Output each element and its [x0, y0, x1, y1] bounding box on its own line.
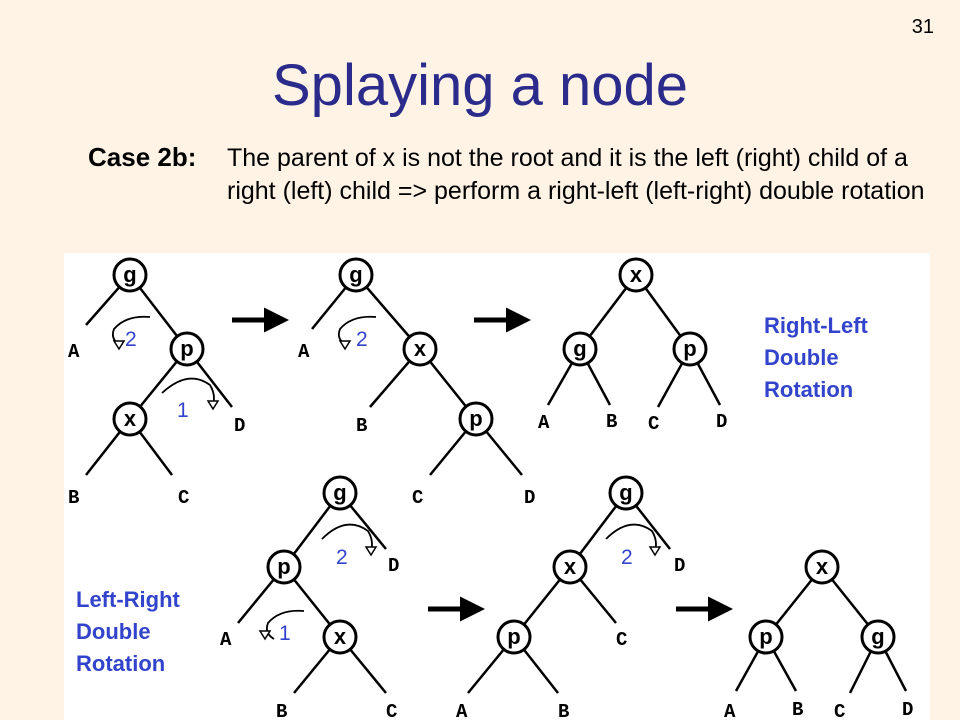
node-p: p [169, 331, 205, 367]
node-x: x [552, 549, 588, 585]
caption-line-2: Double [76, 619, 151, 644]
svg-text:x: x [630, 262, 643, 287]
leaf-D: D [674, 555, 685, 577]
splay-rotation-diagram: g p x A D B C 2 1 g x p A B C D [64, 253, 930, 720]
left-right-caption: Left-Right Double Rotation [76, 587, 181, 676]
leaf-B: B [356, 415, 367, 437]
caption-line-1: Right-Left [764, 313, 869, 338]
svg-text:p: p [469, 406, 482, 431]
leaf-D: D [234, 415, 245, 437]
leaf-B: B [558, 701, 569, 720]
leaf-B: B [606, 411, 617, 433]
svg-text:2: 2 [336, 546, 348, 569]
tree-left-right-step-1: g p x D A B C 2 1 [220, 475, 399, 720]
rotation-arrow-2: 2 [321, 523, 378, 569]
caption-line-1: Left-Right [76, 587, 181, 612]
svg-text:p: p [683, 336, 696, 361]
caption-line-3: Rotation [76, 651, 165, 676]
tree-right-left-step-2: g x p A B C D 2 [298, 257, 535, 509]
node-p: p [672, 331, 708, 367]
rotation-arrow-1: 1 [258, 609, 305, 645]
node-g: g [860, 619, 896, 655]
leaf-C: C [412, 487, 423, 509]
caption-line-2: Double [764, 345, 839, 370]
leaf-B: B [68, 487, 79, 509]
leaf-A: A [68, 341, 80, 363]
svg-text:x: x [414, 336, 427, 361]
leaf-A: A [538, 412, 550, 434]
leaf-C: C [616, 629, 627, 651]
svg-text:g: g [871, 624, 884, 649]
rotation-arrow-1: 1 [161, 377, 220, 422]
leaf-D: D [388, 555, 399, 577]
node-x: x [322, 619, 358, 655]
tree-left-right-step-3: x p g A B C D [724, 549, 913, 720]
tree-right-left-step-1: g p x A D B C 2 1 [68, 257, 245, 509]
leaf-D: D [902, 699, 913, 720]
node-p: p [266, 549, 302, 585]
leaf-B: B [792, 699, 803, 720]
svg-text:1: 1 [279, 622, 291, 645]
leaf-C: C [834, 701, 845, 720]
svg-text:1: 1 [177, 399, 189, 422]
node-g: g [322, 475, 358, 511]
svg-text:p: p [507, 624, 520, 649]
node-p: p [748, 619, 784, 655]
node-p: p [458, 401, 494, 437]
node-x: x [804, 549, 840, 585]
leaf-D: D [524, 487, 535, 509]
node-x: x [402, 331, 438, 367]
rotation-arrow-2: 2 [337, 315, 377, 351]
leaf-C: C [648, 413, 659, 435]
leaf-A: A [724, 701, 736, 720]
svg-text:2: 2 [621, 546, 633, 569]
svg-text:g: g [123, 262, 136, 287]
leaf-A: A [298, 341, 310, 363]
svg-text:g: g [333, 480, 346, 505]
rotation-arrow-2: 2 [605, 523, 662, 569]
leaf-A: A [220, 629, 232, 651]
leaf-A: A [456, 701, 468, 720]
svg-text:g: g [349, 262, 362, 287]
svg-text:x: x [334, 624, 347, 649]
svg-text:p: p [180, 336, 193, 361]
node-p: p [496, 619, 532, 655]
diagram-canvas: g p x A D B C 2 1 g x p A B C D [68, 257, 913, 720]
svg-text:g: g [573, 336, 586, 361]
case-description: The parent of x is not the root and it i… [227, 144, 925, 205]
slide-title: Splaying a node [272, 53, 688, 118]
svg-text:x: x [816, 554, 829, 579]
leaf-C: C [386, 701, 397, 720]
right-left-caption: Right-Left Double Rotation [764, 313, 869, 402]
leaf-C: C [178, 487, 189, 509]
leaf-D: D [716, 411, 727, 433]
svg-text:2: 2 [125, 328, 137, 351]
rotation-arrow-2: 2 [111, 315, 151, 351]
tree-left-right-step-2: g x p D C A B 2 [456, 475, 685, 720]
svg-text:x: x [124, 406, 137, 431]
node-x: x [618, 257, 654, 293]
tree-right-left-step-3: x g p A B C D [538, 257, 727, 435]
svg-text:x: x [564, 554, 577, 579]
svg-text:p: p [277, 554, 290, 579]
svg-text:g: g [619, 480, 632, 505]
leaf-B: B [276, 701, 287, 720]
node-g: g [608, 475, 644, 511]
node-g: g [338, 257, 374, 293]
svg-text:2: 2 [356, 328, 368, 351]
caption-line-3: Rotation [764, 377, 853, 402]
case-label: Case 2b: [88, 142, 197, 172]
node-g: g [112, 257, 148, 293]
node-g: g [562, 331, 598, 367]
svg-text:p: p [759, 624, 772, 649]
slide-number: 31 [911, 16, 934, 38]
node-x: x [112, 401, 148, 437]
